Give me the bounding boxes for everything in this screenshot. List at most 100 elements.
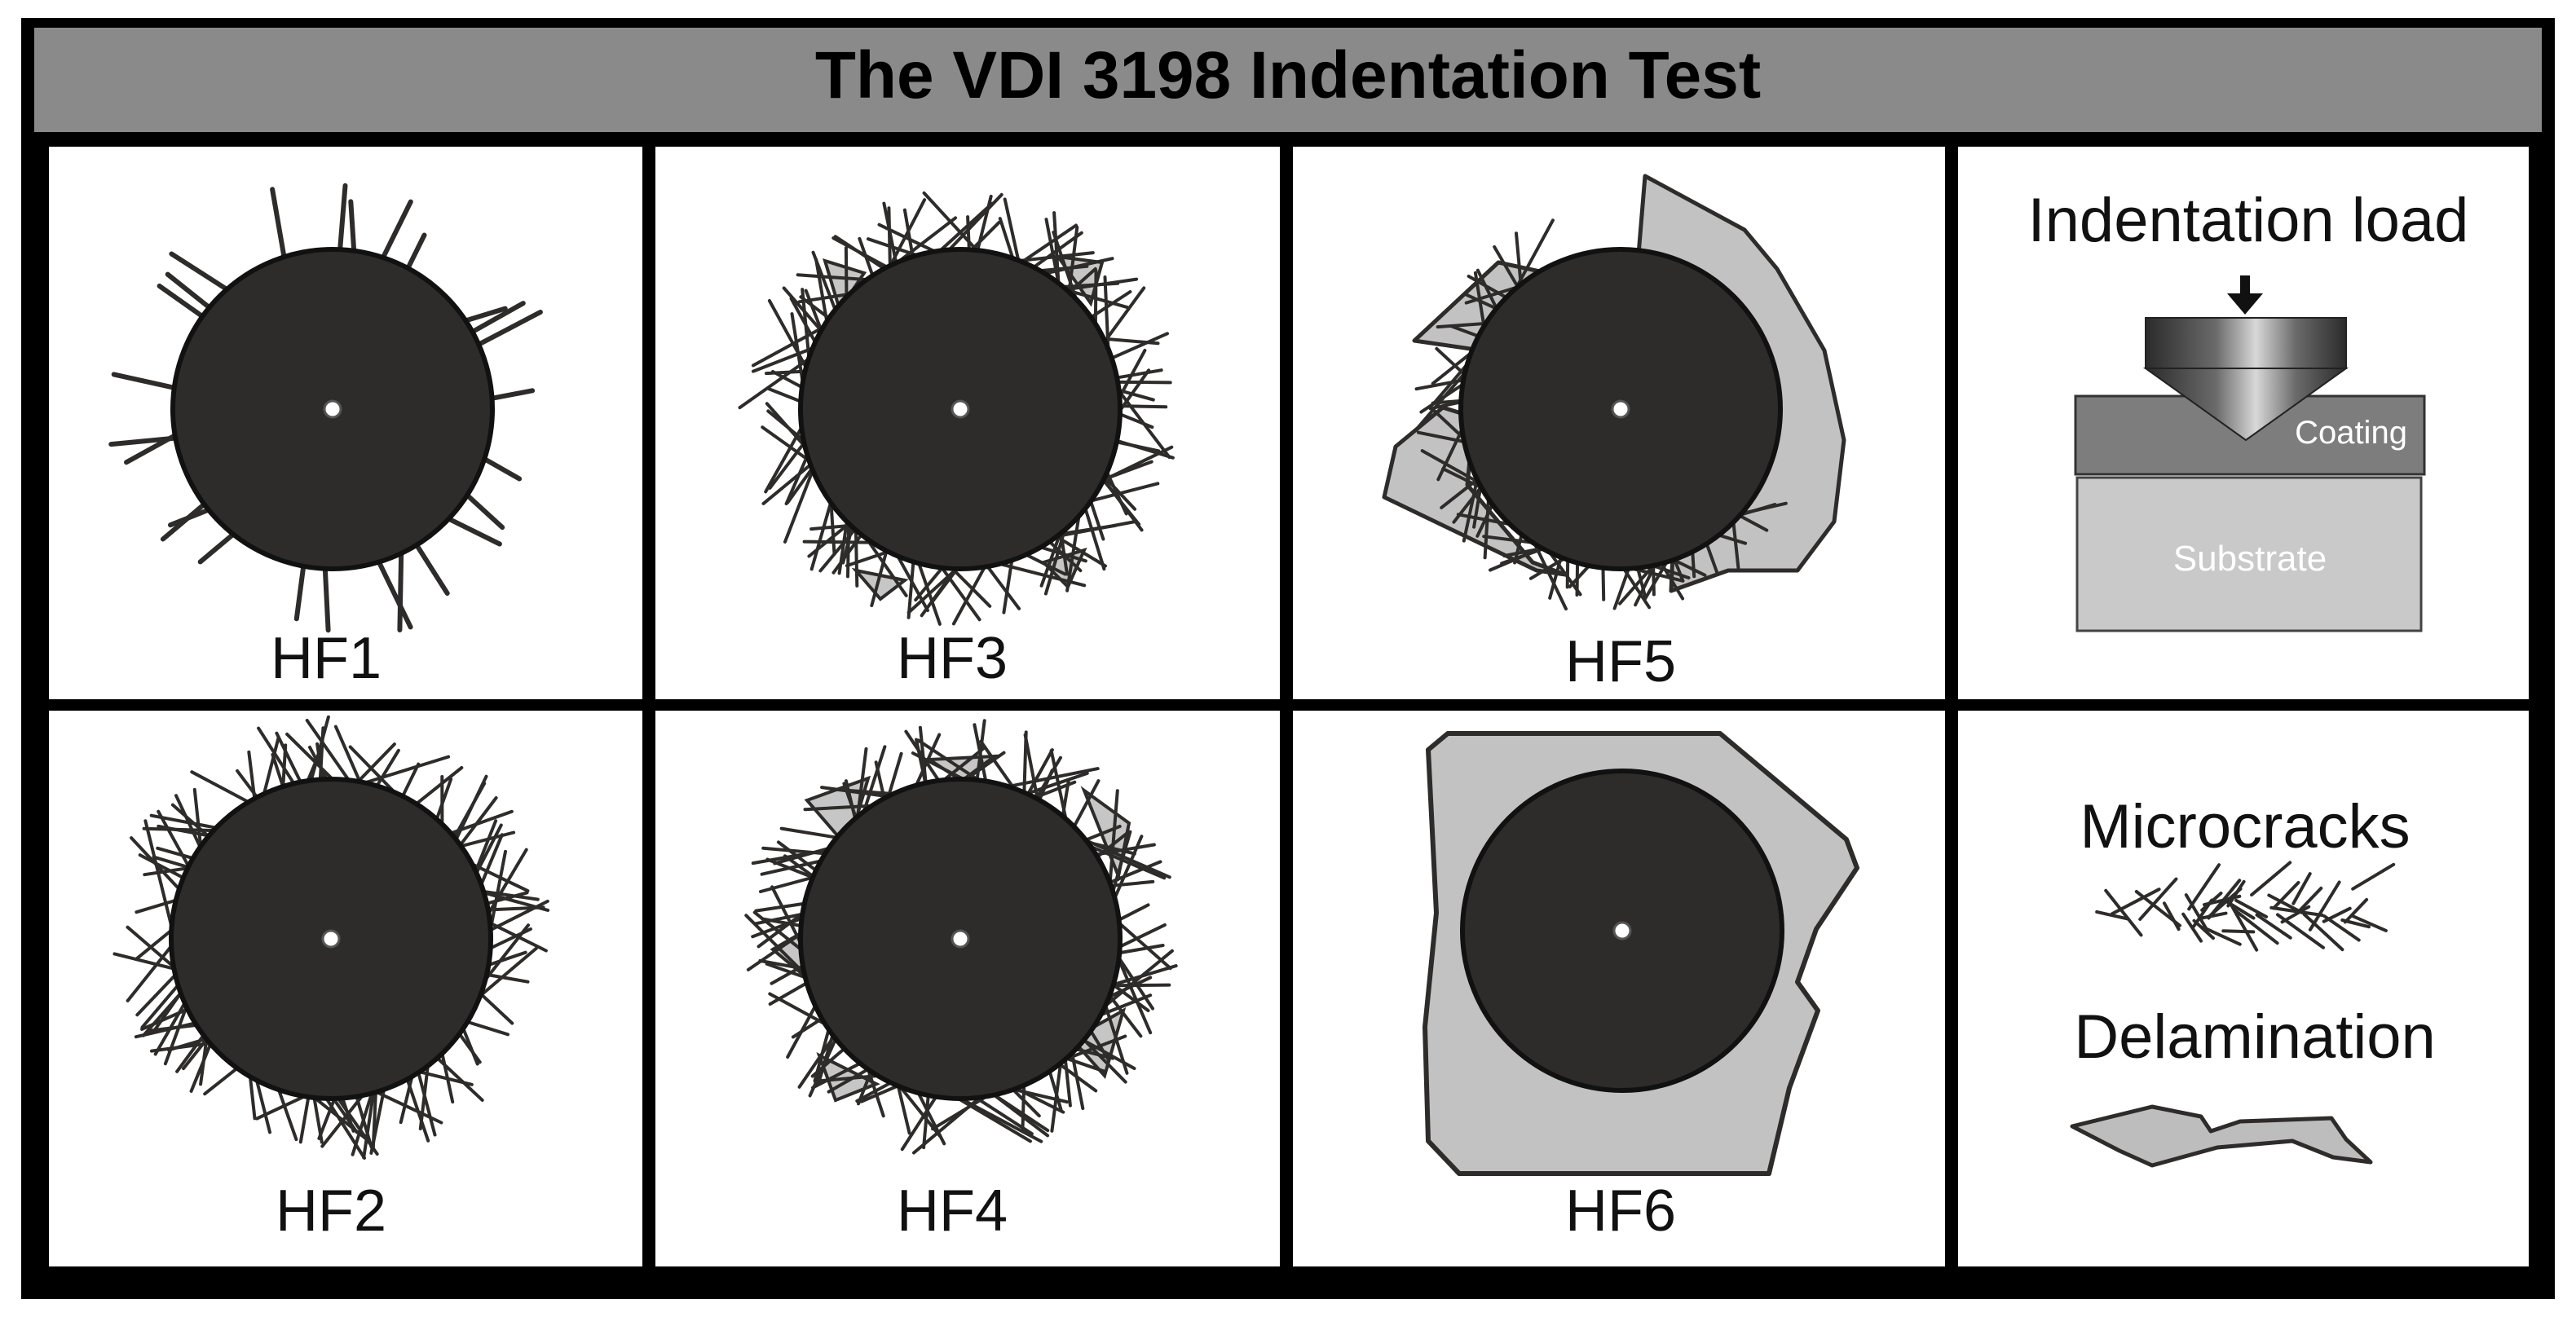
crack-line xyxy=(1112,944,1165,956)
crack-line xyxy=(1118,923,1167,949)
crack-line xyxy=(1731,517,1740,570)
crack-line xyxy=(1110,983,1171,988)
crack-line xyxy=(2269,905,2324,917)
cell-legend-defects xyxy=(1958,711,2529,1266)
crack-line xyxy=(439,513,502,547)
hf1-indent xyxy=(170,247,495,571)
crack-line xyxy=(2198,911,2228,920)
crack-line xyxy=(813,1073,881,1083)
crack-line xyxy=(779,826,841,840)
crack-line xyxy=(2343,897,2369,924)
hf2-indent xyxy=(169,777,493,1101)
crack-line xyxy=(1111,438,1175,460)
hf2-label: HF2 xyxy=(276,1178,386,1244)
hf3-label: HF3 xyxy=(897,626,1008,691)
hf5-indent xyxy=(1458,247,1783,571)
crack-line xyxy=(2272,881,2300,910)
crack-line xyxy=(2234,898,2268,918)
crack-line xyxy=(938,747,986,785)
microcracks-label: Microcracks xyxy=(2080,792,2410,861)
crack-line xyxy=(2221,929,2256,934)
crack-line xyxy=(1014,223,1078,268)
crack-line xyxy=(2276,913,2325,949)
crack-line xyxy=(1416,430,1471,445)
crack-line xyxy=(1652,563,1656,597)
hf3-indent xyxy=(798,247,1123,571)
crack-line xyxy=(2340,918,2371,929)
crack-line xyxy=(2250,861,2292,896)
crack-line xyxy=(1039,257,1114,276)
crack-line xyxy=(2255,913,2292,940)
crack-line xyxy=(397,545,404,632)
crack-line xyxy=(2351,914,2388,932)
crack-line xyxy=(915,557,942,626)
crack-line xyxy=(1066,225,1079,300)
crack-line xyxy=(885,751,903,802)
crack-line xyxy=(1737,513,1769,532)
crack-line xyxy=(810,1046,847,1078)
crack-line xyxy=(2322,914,2361,942)
crack-line xyxy=(1080,837,1171,879)
substrate-label: Substrate xyxy=(2173,539,2327,579)
coating-label: Coating xyxy=(2295,415,2407,451)
crack-line xyxy=(2302,913,2344,952)
crack-line xyxy=(348,199,357,256)
crack-line xyxy=(2208,887,2243,918)
crack-line xyxy=(893,216,957,266)
crack-line xyxy=(2134,890,2181,927)
crack-line xyxy=(1113,949,1153,1035)
crack-line xyxy=(969,1092,1034,1136)
hf3-delamination-chips xyxy=(823,254,1105,601)
crack-line xyxy=(1047,1066,1063,1112)
hf4-label: HF4 xyxy=(897,1178,1008,1244)
crack-line xyxy=(937,201,994,253)
title-bar xyxy=(34,28,2542,132)
crack-line xyxy=(1475,268,1499,312)
page-title: The VDI 3198 Indentation Test xyxy=(815,38,1761,112)
crack-line xyxy=(854,527,859,588)
indentation-load-label: Indentation load xyxy=(2028,186,2469,255)
crack-line xyxy=(1112,382,1171,459)
crack-line xyxy=(756,909,809,949)
crack-line xyxy=(1002,555,1014,614)
crack-line xyxy=(1415,365,1471,430)
hf6-label: HF6 xyxy=(1565,1178,1676,1244)
crack-line xyxy=(361,755,451,786)
crack-line xyxy=(2291,872,2312,905)
delamination-legend-icon xyxy=(2070,1104,2373,1168)
crack-line xyxy=(1515,231,1524,292)
crack-line xyxy=(2104,888,2143,937)
crack-line xyxy=(2233,908,2279,945)
crack-line xyxy=(2187,863,2221,911)
crack-line xyxy=(1483,496,1491,560)
indenter-icon xyxy=(2142,317,2349,442)
crack-line xyxy=(1630,566,1685,583)
crack-line xyxy=(2184,893,2208,930)
crack-line xyxy=(143,819,174,929)
crack-line xyxy=(2351,862,2396,891)
crack-line xyxy=(1108,789,1119,889)
hf6-indent xyxy=(1460,769,1784,1093)
crack-line xyxy=(2201,926,2242,946)
crack-line xyxy=(474,819,498,874)
crack-line xyxy=(404,1073,430,1143)
crack-line xyxy=(1105,332,1169,363)
hf5-label: HF5 xyxy=(1565,629,1676,694)
hf1-label: HF1 xyxy=(271,626,382,691)
crack-line xyxy=(761,917,806,928)
crack-line xyxy=(1093,445,1174,487)
microcracks-legend-icon xyxy=(2095,861,2396,952)
crack-line xyxy=(2308,880,2341,932)
hf4-indent xyxy=(798,777,1123,1101)
crack-line xyxy=(2181,912,2203,943)
crack-line xyxy=(1096,949,1174,1015)
crack-line xyxy=(1110,830,1132,895)
crack-line xyxy=(796,273,871,282)
crack-line xyxy=(2267,893,2304,914)
crack-line xyxy=(2296,886,2323,915)
crack-line xyxy=(2138,877,2178,921)
substrate-block xyxy=(2075,476,2423,632)
delamination-label: Delamination xyxy=(2074,1002,2436,1072)
crack-line xyxy=(1436,425,1465,482)
crack-line xyxy=(2229,902,2259,952)
